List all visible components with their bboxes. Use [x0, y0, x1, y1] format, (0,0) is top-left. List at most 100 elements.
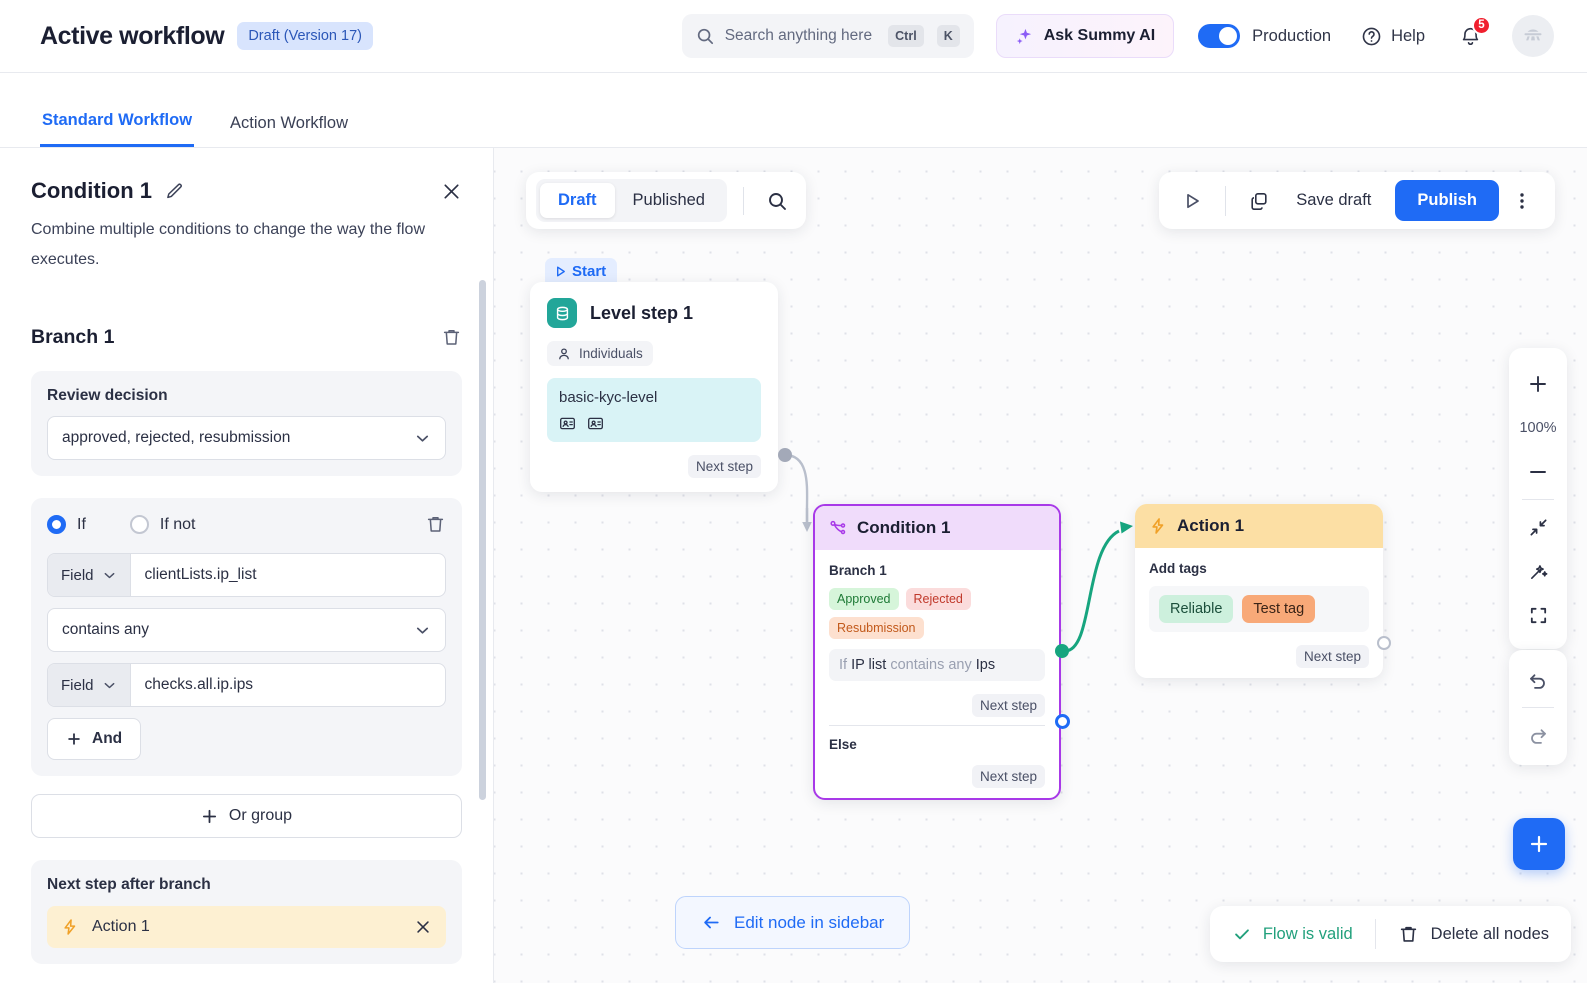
edit-node-label: Edit node in sidebar	[734, 912, 885, 932]
start-pill: Start	[545, 258, 618, 286]
condition-node-header: Condition 1	[815, 506, 1059, 550]
action-next-step-row: Next step	[1149, 645, 1369, 668]
save-draft-button[interactable]: Save draft	[1296, 191, 1372, 209]
rule-left-value[interactable]: clientLists.ip_list	[144, 566, 257, 584]
zoom-in-button[interactable]	[1509, 362, 1567, 406]
segment-draft[interactable]: Draft	[540, 183, 615, 218]
rule-left-field[interactable]: Field clientLists.ip_list	[47, 553, 446, 598]
ask-ai-button[interactable]: Ask Summy AI	[995, 14, 1175, 58]
level-name-box: basic-kyc-level	[547, 378, 761, 442]
tab-standard-workflow[interactable]: Standard Workflow	[40, 111, 195, 147]
publish-button[interactable]: Publish	[1395, 180, 1499, 221]
tab-action-workflow[interactable]: Action Workflow	[230, 114, 349, 132]
run-play-icon[interactable]	[1173, 182, 1211, 220]
draft-published-switcher: Draft Published	[526, 172, 806, 229]
play-icon	[557, 266, 565, 277]
tag-reliable: Reliable	[1159, 595, 1234, 623]
header-actions: Search anything here Ctrl K Ask Summy AI…	[681, 14, 1587, 58]
check-icon	[1234, 929, 1249, 940]
environment-toggle[interactable]: Production	[1198, 24, 1331, 48]
rule-operator-select[interactable]: contains any	[47, 608, 446, 653]
action-output-port[interactable]	[1377, 636, 1391, 650]
review-decision-card: Review decision approved, rejected, resu…	[31, 371, 462, 477]
redo-button[interactable]	[1509, 713, 1567, 757]
rule-left-selector[interactable]: Field	[48, 554, 131, 597]
radio-if[interactable]	[47, 515, 66, 535]
segment-published[interactable]: Published	[632, 191, 705, 209]
add-node-fab[interactable]	[1513, 818, 1565, 870]
delete-rule-icon[interactable]	[425, 514, 446, 535]
lightning-icon	[1149, 517, 1167, 535]
more-options-icon[interactable]	[1503, 182, 1541, 220]
expr-field: IP list	[851, 657, 887, 673]
plus-icon	[1530, 835, 1548, 853]
edit-node-in-sidebar-button[interactable]: Edit node in sidebar	[675, 896, 911, 949]
collapse-view-button[interactable]	[1509, 505, 1567, 549]
condition-else-next-label: Next step	[971, 765, 1045, 788]
remove-next-step-icon[interactable]	[414, 918, 432, 936]
node-action-1[interactable]: Action 1 Add tags Reliable Test tag Next…	[1135, 504, 1383, 678]
radio-if-not-label: If not	[159, 515, 196, 533]
rule-right-value[interactable]: checks.all.ip.ips	[144, 676, 254, 694]
sidebar-panel-title: Condition 1	[31, 178, 152, 203]
rule-right-selector[interactable]: Field	[48, 664, 131, 707]
condition-else-output-port[interactable]	[1055, 714, 1070, 729]
condition-expression: If IP list contains any Ips	[829, 649, 1045, 681]
toolbar-divider	[743, 186, 744, 215]
minus-icon	[1530, 471, 1546, 473]
zoom-out-button[interactable]	[1509, 450, 1567, 494]
top-header: Active workflow Draft (Version 17) Searc…	[0, 0, 1587, 73]
sidebar-scrollbar[interactable]	[479, 280, 486, 800]
review-decision-select[interactable]: approved, rejected, resubmission	[47, 416, 446, 461]
avatar[interactable]	[1512, 15, 1554, 57]
redo-icon	[1531, 729, 1546, 744]
if-mode-radio-group: If If not	[47, 514, 446, 535]
condition-branch-label: Branch 1	[829, 563, 887, 578]
fit-to-screen-button[interactable]	[1509, 593, 1567, 637]
chevron-down-icon	[414, 622, 431, 639]
id-card-icon	[560, 417, 575, 430]
delete-all-nodes-button[interactable]: Delete all nodes	[1398, 924, 1549, 945]
delete-branch-icon[interactable]	[441, 327, 462, 348]
notifications-button[interactable]: 5	[1459, 15, 1491, 48]
undo-icon	[1530, 674, 1545, 689]
review-decision-value: approved, rejected, resubmission	[62, 429, 291, 447]
level-output-port[interactable]	[778, 448, 792, 462]
radio-if-label: If	[77, 515, 86, 533]
close-icon[interactable]	[441, 181, 462, 202]
search-icon	[696, 27, 714, 45]
radio-if-not[interactable]	[129, 515, 149, 535]
rule-left-selector-label: Field	[61, 566, 94, 584]
node-level-step-1[interactable]: Level step 1 Individuals basic-kyc-level	[530, 282, 778, 492]
condition-node-divider	[829, 725, 1045, 726]
bell-icon	[1459, 25, 1482, 48]
node-condition-1[interactable]: Condition 1 Branch 1 Approved Rejected R…	[813, 504, 1061, 800]
condition-node-body: Branch 1 Approved Rejected Resubmission …	[815, 550, 1059, 798]
database-icon	[547, 298, 577, 328]
workflow-title-group: Active workflow Draft (Version 17)	[40, 22, 373, 51]
workflow-canvas[interactable]: Draft Published Save draft Publish	[494, 148, 1587, 983]
rule-right-field[interactable]: Field checks.all.ip.ips	[47, 663, 446, 708]
status-divider	[1374, 919, 1376, 949]
condition-branch-output-port[interactable]	[1055, 644, 1069, 658]
next-step-action-label: Action 1	[92, 918, 150, 936]
add-or-group-button[interactable]: Or group	[31, 794, 462, 839]
production-toggle-switch[interactable]	[1198, 24, 1241, 48]
search-input[interactable]: Search anything here Ctrl K	[681, 14, 974, 58]
expr-value: Ips	[975, 657, 996, 673]
copy-icon[interactable]	[1240, 182, 1278, 220]
search-kbd-ctrl: Ctrl	[888, 25, 924, 47]
fullscreen-icon	[1530, 607, 1546, 623]
rule-operator-value: contains any	[62, 621, 150, 639]
search-placeholder: Search anything here	[724, 27, 873, 44]
auto-layout-button[interactable]	[1509, 549, 1567, 593]
next-step-action-chip[interactable]: Action 1	[47, 906, 446, 949]
branch-title: Branch 1	[31, 326, 115, 349]
canvas-search-icon[interactable]	[758, 182, 796, 220]
condition-else-label: Else	[829, 737, 857, 752]
undo-button[interactable]	[1509, 658, 1567, 702]
level-name: basic-kyc-level	[559, 389, 658, 406]
edit-pencil-icon[interactable]	[165, 182, 184, 201]
add-and-condition-button[interactable]: And	[47, 718, 142, 761]
help-button[interactable]: Help	[1361, 26, 1425, 47]
